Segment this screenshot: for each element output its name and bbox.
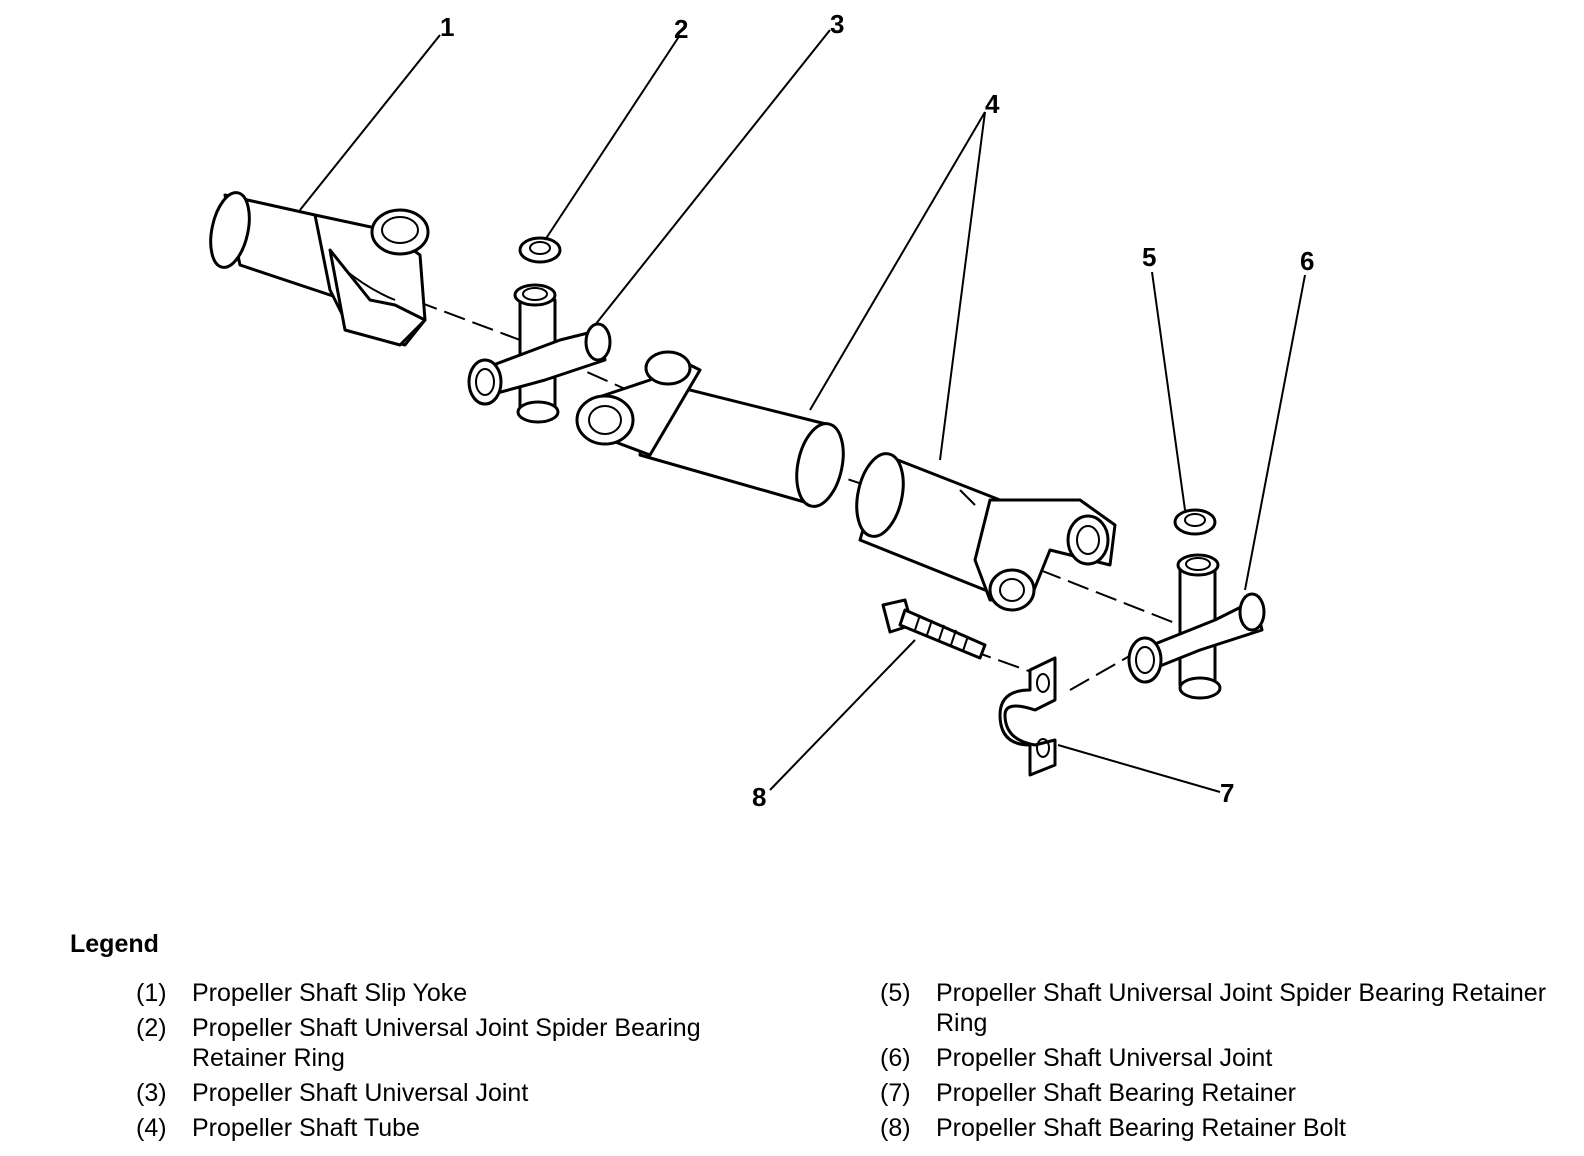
legend-label: Propeller Shaft Bearing Retainer	[936, 1079, 1296, 1107]
legend-column-right: (5) Propeller Shaft Universal Joint Spid…	[880, 978, 1560, 1148]
legend-number: (4)	[136, 1114, 167, 1142]
retainer-ring-2	[518, 236, 562, 264]
legend-item: (3) Propeller Shaft Universal Joint	[136, 1078, 776, 1108]
legend-label: Propeller Shaft Bearing Retainer Bolt	[936, 1114, 1346, 1142]
legend-number: (6)	[880, 1044, 911, 1072]
legend-item: (5) Propeller Shaft Universal Joint Spid…	[880, 978, 1560, 1038]
callout-6: 6	[1300, 246, 1314, 276]
retainer-ring-5	[1173, 508, 1217, 536]
universal-joint-3	[467, 283, 612, 424]
bearing-retainer	[998, 656, 1057, 777]
legend-number: (5)	[880, 979, 911, 1007]
legend-column-left: (1) Propeller Shaft Slip Yoke (2) Propel…	[136, 978, 776, 1148]
retainer-bolt	[881, 598, 987, 660]
legend-label: Propeller Shaft Tube	[192, 1114, 420, 1142]
legend-item: (4) Propeller Shaft Tube	[136, 1113, 776, 1143]
callout-1: 1	[440, 12, 454, 42]
exploded-propeller-shaft-diagram: 1 2 3 4 5 6 7 8	[209, 9, 1314, 812]
legend-item: (7) Propeller Shaft Bearing Retainer	[880, 1078, 1560, 1108]
legend-item: (8) Propeller Shaft Bearing Retainer Bol…	[880, 1113, 1560, 1143]
leader-lines	[299, 29, 1306, 793]
shaft-tube-rear	[855, 452, 1117, 612]
legend-label: Propeller Shaft Universal Joint Spider B…	[192, 1014, 701, 1072]
legend-label: Propeller Shaft Universal Joint	[936, 1044, 1273, 1072]
shaft-tube-front	[575, 350, 845, 508]
callout-3: 3	[830, 9, 844, 39]
legend-number: (1)	[136, 979, 167, 1007]
callout-2: 2	[674, 14, 688, 44]
callout-labels: 1 2 3 4 5 6 7 8	[440, 9, 1314, 812]
legend-item: (1) Propeller Shaft Slip Yoke	[136, 978, 776, 1008]
callout-8: 8	[752, 782, 766, 812]
legend-number: (3)	[136, 1079, 167, 1107]
legend-number: (7)	[880, 1079, 911, 1107]
legend-item: (2) Propeller Shaft Universal Joint Spid…	[136, 1013, 776, 1073]
legend-label: Propeller Shaft Universal Joint	[192, 1079, 529, 1107]
legend-number: (2)	[136, 1014, 167, 1042]
callout-7: 7	[1220, 778, 1234, 808]
legend-number: (8)	[880, 1114, 911, 1142]
slip-yoke	[209, 191, 430, 347]
legend-item: (6) Propeller Shaft Universal Joint	[880, 1043, 1560, 1073]
legend-label: Propeller Shaft Slip Yoke	[192, 979, 468, 1007]
legend-title: Legend	[70, 930, 159, 958]
callout-5: 5	[1142, 242, 1156, 272]
callout-4: 4	[985, 89, 1000, 119]
universal-joint-6	[1127, 553, 1266, 700]
legend-label: Propeller Shaft Universal Joint Spider B…	[936, 979, 1547, 1037]
